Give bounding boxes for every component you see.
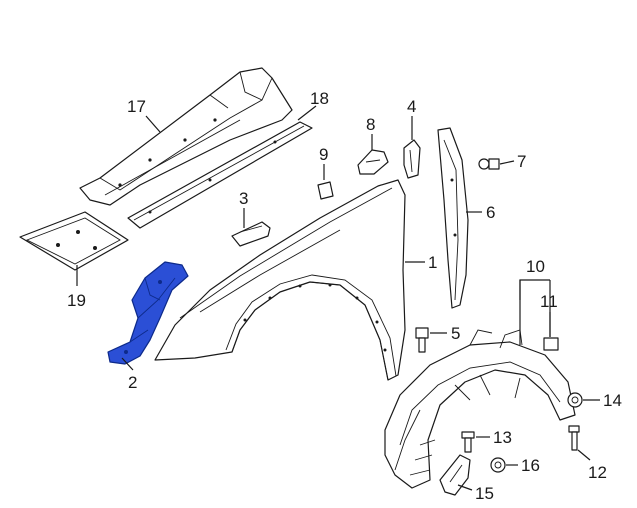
part-5-bolt <box>415 327 429 353</box>
callout-16: 16 <box>521 456 540 475</box>
part-2-bracket-highlighted <box>107 261 189 365</box>
part-14-nut <box>567 392 583 408</box>
part-8-mount <box>357 149 389 175</box>
part-9-clip <box>317 181 334 200</box>
callout-15: 15 <box>475 484 494 503</box>
part-6-seal <box>437 127 469 309</box>
part-19-pad <box>19 211 129 271</box>
part-12-screw <box>568 425 580 451</box>
part-10-wheel-liner <box>384 329 576 489</box>
callout-4: 4 <box>407 97 416 116</box>
callout-17: 17 <box>127 97 146 116</box>
part-7-clip <box>478 158 500 170</box>
callout-19: 19 <box>67 291 86 310</box>
callout-9: 9 <box>319 145 328 164</box>
leader-lines <box>76 105 600 491</box>
callout-14: 14 <box>603 391 622 410</box>
part-4-bracket <box>403 139 421 179</box>
callout-1: 1 <box>428 253 437 272</box>
part-16-nut <box>490 457 506 473</box>
callout-13: 13 <box>493 428 512 447</box>
part-3-bracket <box>231 221 271 247</box>
callout-8: 8 <box>366 115 375 134</box>
part-15-bracket <box>439 454 471 496</box>
callout-2: 2 <box>128 373 137 392</box>
callout-3: 3 <box>239 189 248 208</box>
callout-18: 18 <box>310 89 329 108</box>
part-1-fender <box>154 179 406 381</box>
part-13-screw <box>461 431 475 453</box>
callout-5: 5 <box>451 324 460 343</box>
callout-7: 7 <box>517 152 526 171</box>
part-11-nut <box>543 337 559 351</box>
part-17-upper-panel <box>79 67 293 206</box>
callout-6: 6 <box>486 203 495 222</box>
callout-10: 10 <box>526 257 545 276</box>
callout-11: 11 <box>540 292 558 311</box>
callout-labels: 17 18 19 2 3 9 8 4 1 6 7 5 10 11 14 13 1… <box>67 89 622 503</box>
callout-12: 12 <box>588 463 607 482</box>
part-18-strip <box>127 121 313 229</box>
